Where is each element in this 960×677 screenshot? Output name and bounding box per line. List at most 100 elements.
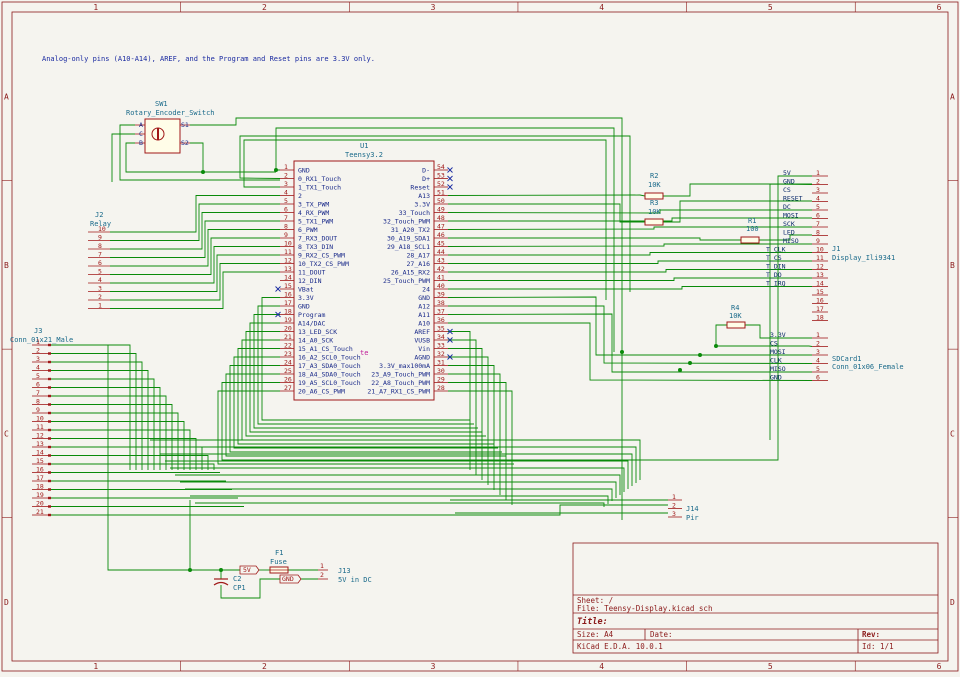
u1-pin-number: 35	[437, 325, 445, 333]
u1-pin-name: 23_A9_Touch_PWM	[371, 371, 430, 379]
resistor-r3[interactable]: R3 10K	[644, 199, 664, 226]
u1-pin-name: 15_A1_CS_Touch	[298, 345, 353, 353]
u1-pin-number: 25	[284, 367, 292, 375]
j1-net-label: T_DIN	[766, 263, 786, 271]
j1-net-label: T_DO	[766, 271, 782, 279]
u1-pin-number: 50	[437, 197, 445, 205]
u1-pin-name: 16_A2_SCL0_Touch	[298, 354, 361, 362]
u1-pin-number: 54	[437, 163, 445, 171]
j2-pin-number: 6	[98, 259, 102, 267]
j3-pin-number: 20	[36, 500, 44, 508]
dc-input-connector-j13[interactable]: 1 2 J13 5V in DC	[318, 562, 372, 584]
j2-pin-number: 1	[98, 302, 102, 310]
u1-pin-number: 20	[284, 325, 292, 333]
sw1-pin-s2: S2	[181, 139, 189, 147]
pir-connector-j14[interactable]: 123 J14 Pir	[668, 493, 699, 522]
j3-pin-number: 18	[36, 483, 44, 491]
r2-body	[644, 192, 664, 200]
display-connector-j1[interactable]: 15V2GND3CS4RESET5DC6MOSI7SCK8LED9MISO10T…	[766, 169, 895, 322]
capacitor-c2[interactable]: C2 CP1	[213, 575, 246, 592]
j13-ref: J13	[338, 567, 351, 575]
j1-pin-number: 3	[816, 186, 820, 194]
u1-pin-name: Program	[298, 311, 325, 319]
u1-pin-name: 17_A3_SDA0_Touch	[298, 362, 361, 370]
u1-pin-number: 7	[284, 214, 288, 222]
u1-pin-name: 3.3V	[298, 294, 314, 302]
j1-pin-number: 14	[816, 280, 824, 288]
u1-pin-name: A10	[418, 320, 430, 328]
u1-pin-name: A12	[418, 303, 430, 311]
j1-net-label: T_IRQ	[766, 280, 786, 288]
frame-col-label: 6	[937, 3, 942, 12]
inner-frame	[11, 11, 949, 662]
sw1-pin-a: A	[139, 121, 143, 129]
sdcard-ref: SDCard1	[832, 355, 862, 363]
f1-ref: F1	[275, 549, 283, 557]
u1-pin-name: 27_A16	[407, 260, 431, 268]
u1-pin-name: Vin	[418, 345, 430, 353]
tb-size: Size: A4	[577, 630, 614, 639]
u1-pin-number: 3	[284, 180, 288, 188]
u1-pin-name: 28_A17	[407, 252, 431, 260]
resistor-r4[interactable]: R4 10K	[726, 304, 746, 329]
j3-pin-number: 14	[36, 449, 44, 457]
j2-pin-number: 7	[98, 251, 102, 259]
j1-pin-number: 17	[816, 305, 824, 313]
j3-pin-number: 12	[36, 432, 44, 440]
j2-pin-number: 2	[98, 293, 102, 301]
u1-pin-number: 52	[437, 180, 445, 188]
u1-pin-number: 11	[284, 248, 292, 256]
j3-pin-number: 4	[36, 364, 40, 372]
u1-pin-name: GND	[298, 167, 310, 175]
u1-pin-name: 0_RX1_Touch	[298, 175, 341, 183]
u1-pin-number: 30	[437, 367, 445, 375]
resistor-r1[interactable]: R1 100	[740, 217, 760, 244]
j3-pin-number: 8	[36, 398, 40, 406]
r4-body	[726, 321, 746, 329]
u1-pin-name: 21_A7_RX1_CS_PWM	[367, 388, 430, 396]
r3-value: 10K	[648, 208, 661, 216]
frame-col-label: 5	[768, 3, 773, 12]
u1-pin-name: 20_A6_CS_PWM	[298, 388, 345, 396]
u1-pin-number: 23	[284, 350, 292, 358]
r4-ref: R4	[731, 304, 739, 312]
rotary-encoder-sw1[interactable]: SW1 Rotary_Encoder_Switch A C B S1 S2	[126, 100, 215, 154]
u1-pin-name: 2	[298, 192, 302, 200]
header-connector-j3[interactable]: J3 Conn_01x21_Male 123456789101112131415…	[10, 327, 73, 517]
u1-pin-number: 5	[284, 197, 288, 205]
power-gnd-label: GND	[282, 575, 294, 583]
u1-pin-number: 21	[284, 333, 292, 341]
fuse-f1[interactable]: F1 Fuse	[269, 549, 289, 574]
j1-net-label: GND	[783, 178, 795, 186]
j2-pin-number: 3	[98, 285, 102, 293]
u1-pin-name: D-	[422, 167, 430, 175]
u1-pin-number: 43	[437, 257, 445, 265]
u1-pin-name: 29_A18_SCL1	[387, 243, 430, 251]
j1-pin-number: 16	[816, 297, 824, 305]
u1-pin-name: A11	[418, 311, 430, 319]
u1-pin-number: 1	[284, 163, 288, 171]
j1-pins: 15V2GND3CS4RESET5DC6MOSI7SCK8LED9MISO10T…	[766, 169, 828, 322]
design-note: Analog-only pins (A10-A14), AREF, and th…	[42, 55, 375, 63]
sw1-value: Rotary_Encoder_Switch	[126, 109, 215, 117]
j1-net-label: CS	[783, 186, 791, 194]
j3-pin-number: 15	[36, 457, 44, 465]
power-label-5v: 5V	[239, 565, 260, 575]
u1-pin-name: 18_A4_SDA0_Touch	[298, 371, 361, 379]
r1-ref: R1	[748, 217, 756, 225]
u1-pin-name: 7_RX3_DOUT	[298, 235, 337, 243]
resistor-r2[interactable]: R2 10K	[644, 172, 664, 200]
j14-ref: J14	[686, 505, 699, 513]
j3-ref: J3	[34, 327, 42, 335]
u1-pin-number: 19	[284, 316, 292, 324]
j3-pin-number: 17	[36, 474, 44, 482]
j1-pin-number: 1	[816, 169, 820, 177]
r2-ref: R2	[650, 172, 658, 180]
